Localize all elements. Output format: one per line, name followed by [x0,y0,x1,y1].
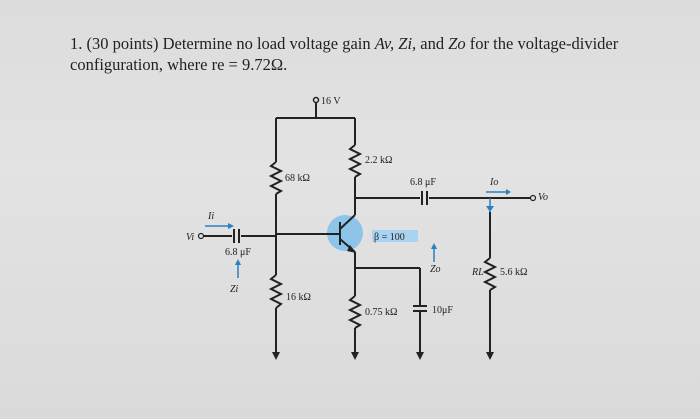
av-symbol: Av, [374,34,395,53]
rl-value: 5.6 kΩ [500,267,527,278]
vi-label: Vi [186,232,194,243]
vcc-label: 16 V [321,96,341,107]
zo-label: Zo [430,264,441,275]
r1-resistor-icon [268,161,284,195]
rc-label: 2.2 kΩ [365,155,392,166]
re-label: 0.75 kΩ [365,307,397,318]
transistor-highlight [327,215,363,251]
vcc-terminal-icon [312,96,320,104]
ii-label: Ii [207,211,214,222]
c-in-label: 6.8 μF [225,247,251,258]
zi-symbol: Zi, [398,34,417,53]
ground-icon [272,352,280,360]
vo-label: Vo [538,192,548,203]
r2-label: 16 kΩ [286,292,311,303]
io-label: Io [489,177,498,188]
question-points: (30 points) [86,34,159,53]
question-text: 1. (30 points) Determine no load voltage… [70,34,619,74]
zo-symbol: Zo [448,34,466,53]
beta-label: β = 100 [374,232,405,243]
vi-terminal-icon [197,232,205,240]
rc-resistor-icon [347,144,363,178]
r2-resistor-icon [268,274,284,309]
r1-label: 68 kΩ [285,173,310,184]
c-out-label: 6.8 μF [410,177,436,188]
vo-terminal-icon [529,194,537,202]
question-number: 1. [70,34,83,53]
re-symbol: re [211,55,225,74]
re-value: = 9.72Ω. [228,55,288,74]
rl-resistor-icon [482,257,498,291]
zi-label: Zi [230,284,239,295]
rl-name: RL [471,267,484,278]
beta-box [372,230,418,242]
re-resistor-icon [347,295,363,329]
ce-label: 10μF [432,305,453,316]
